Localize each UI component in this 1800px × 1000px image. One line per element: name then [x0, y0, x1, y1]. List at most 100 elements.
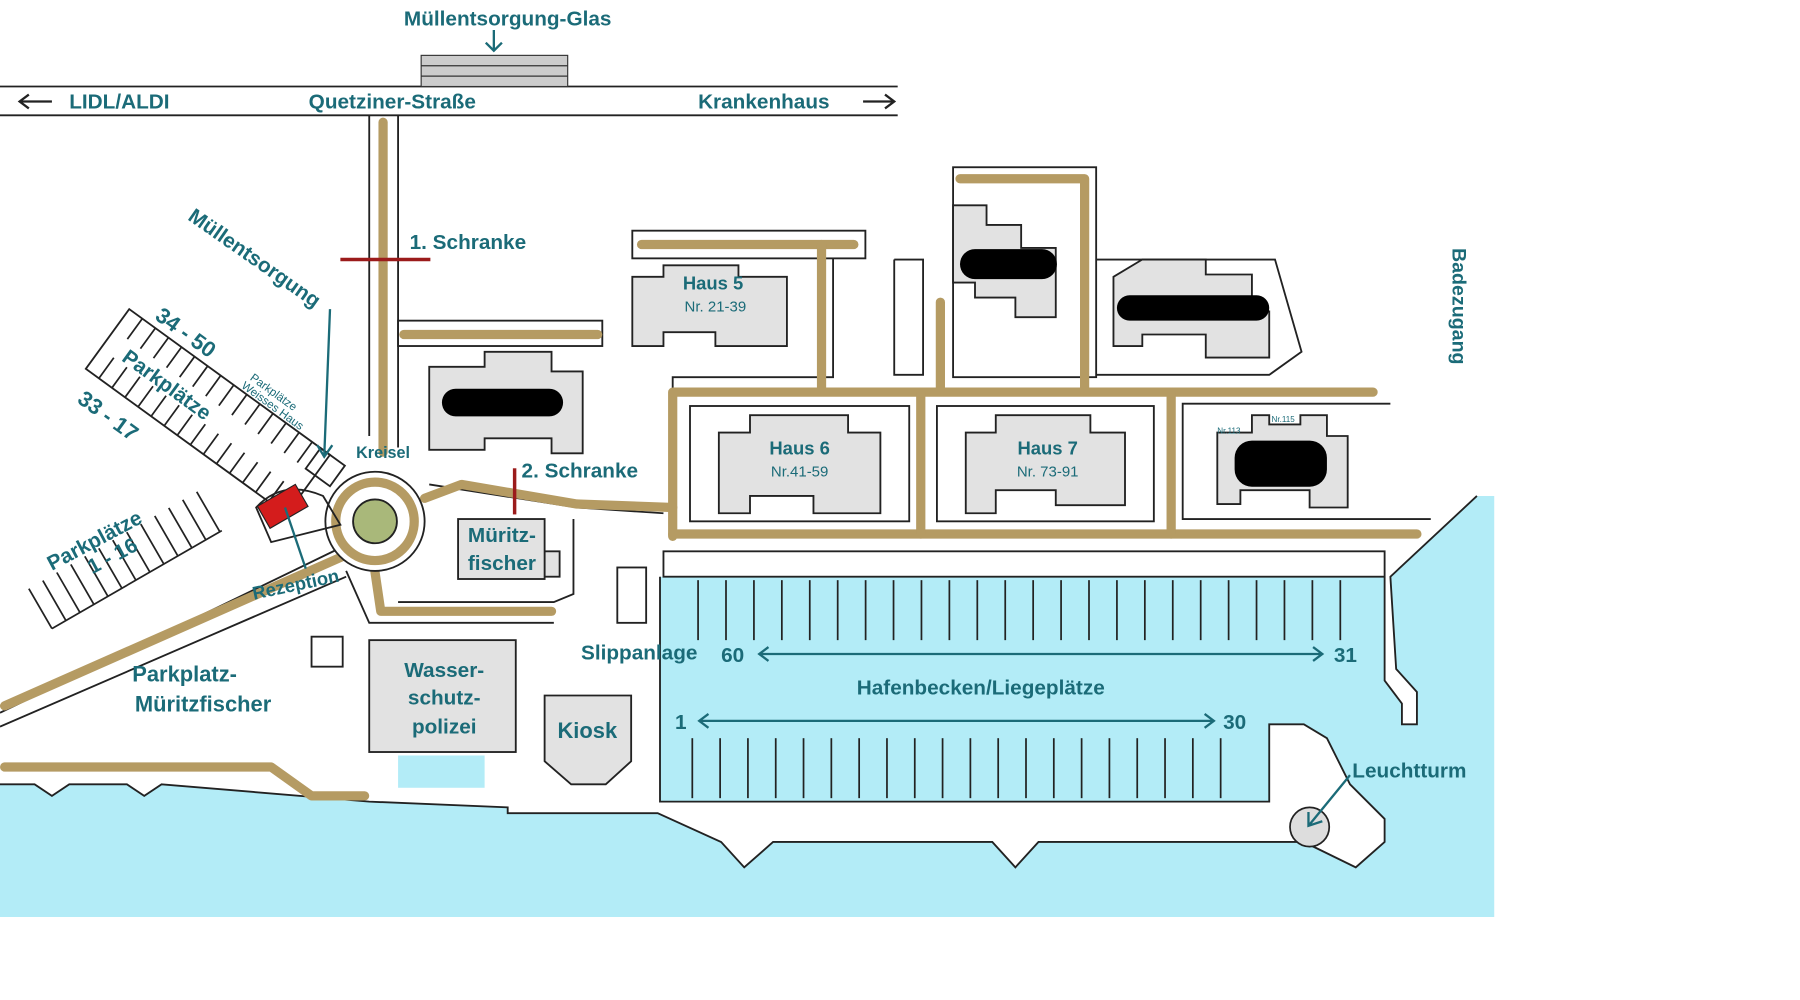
- waste-arrow-icon: [316, 309, 334, 459]
- barrier-2-label: 2. Schranke: [522, 460, 639, 483]
- police-label-2: schutz-: [408, 687, 481, 710]
- parking-stall-line: [56, 572, 81, 613]
- berth-30: 30: [1223, 711, 1246, 734]
- harbor-label: Hafenbecken/Liegeplätze: [857, 676, 1105, 699]
- arrow-right-icon: [863, 93, 897, 110]
- krankenhaus-label: Krankenhaus: [698, 90, 829, 113]
- parking-stall-line: [84, 555, 109, 597]
- haus-7: Haus 7 Nr. 73-91: [964, 414, 1126, 515]
- berth-31: 31: [1334, 644, 1357, 667]
- quetziner-strasse: Müllentsorgung-Glas LIDL/ALDI Quetziner-…: [0, 7, 898, 117]
- parking-stall-line: [176, 414, 193, 436]
- berth-60: 60: [721, 644, 744, 667]
- parking-stall-line: [163, 404, 180, 427]
- kiosk-label: Kiosk: [557, 718, 617, 743]
- parking-stall-line: [283, 431, 300, 454]
- parking-stall-line: [257, 413, 274, 435]
- parking-stall-line: [154, 515, 179, 557]
- beach-access-label: Badezugang: [1448, 248, 1470, 365]
- parking-1-16: [28, 491, 223, 630]
- parking-stall-line: [195, 491, 221, 533]
- lighthouse: Leuchtturm: [1289, 759, 1466, 848]
- berth-range-arrow-top: [757, 646, 1325, 662]
- parking-stall-line: [178, 356, 196, 378]
- parking-stall-line: [111, 366, 128, 389]
- arrow-left-icon: [17, 93, 52, 110]
- parking-stall-line: [165, 346, 183, 369]
- parking-stall-line: [152, 337, 170, 359]
- parking-stall-line: [139, 327, 157, 350]
- glass-disposal-label: Müllentsorgung-Glas: [404, 7, 612, 30]
- lighthouse-label: Leuchtturm: [1352, 759, 1466, 782]
- parking-stall-line: [98, 357, 115, 379]
- parking-34-50-17-33: 34 - 50 33 - 17 Parkplätze Parkplätze We…: [73, 302, 347, 516]
- parking-stall-line: [189, 423, 206, 446]
- parking-stall-line: [124, 376, 141, 398]
- parking-stall-line: [228, 452, 246, 474]
- parking-stall-line: [140, 523, 165, 565]
- parking-stall-line: [241, 461, 259, 484]
- parking-stall-line: [205, 375, 222, 397]
- lidl-aldi-label: LIDL/ALDI: [69, 90, 169, 113]
- buildings: Haus 5 Nr. 21-39 Haus 6 Nr.41-59 Haus 7 …: [310, 204, 1349, 786]
- building-113-115: Nr.113 Nr.115: [1216, 414, 1349, 509]
- parking-stall-line: [181, 499, 207, 541]
- parking-stall-line: [137, 385, 154, 408]
- haus-5-label: Haus 5: [683, 273, 743, 294]
- police-label-1: Wasser-: [404, 659, 484, 682]
- haus-6: Haus 6 Nr.41-59: [717, 414, 882, 515]
- parking-stall-line: [218, 384, 235, 407]
- parking-stall-line: [244, 403, 261, 426]
- haus-6-numbers: Nr.41-59: [771, 463, 828, 480]
- street-name: Quetziner-Straße: [309, 90, 476, 113]
- parking-stall-line: [126, 531, 151, 573]
- roundabout: Kreisel: [324, 444, 426, 572]
- parking-stall-line: [126, 318, 143, 340]
- redaction: [441, 388, 564, 417]
- slipway-label: Slippanlage: [581, 642, 697, 665]
- parking-white-house: [304, 446, 347, 488]
- parking-stall-line: [51, 529, 223, 630]
- parking-stall-line: [42, 580, 67, 621]
- arrow-down-icon: [484, 29, 503, 53]
- parking-stall-line: [98, 547, 123, 589]
- parking-stall-line: [255, 471, 272, 493]
- parking-stall-line: [192, 365, 209, 388]
- haus-7-label: Haus 7: [1017, 437, 1077, 458]
- kiosk: Kiosk: [543, 694, 633, 786]
- parking-stall-line: [270, 422, 287, 445]
- berth-range-arrow-bottom: [697, 713, 1216, 729]
- fisher-label-1: Müritz-: [468, 524, 536, 547]
- wasserschutzpolizei: Wasser- schutz- polizei: [368, 639, 517, 753]
- parking-stall-line: [150, 395, 167, 417]
- haus-7-numbers: Nr. 73-91: [1017, 463, 1079, 480]
- glass-container-icon: [420, 54, 569, 88]
- fisher-parking-label-2: Müritzfischer: [135, 692, 272, 717]
- harbor: 60 31 Hafenbecken/Liegeplätze 1 30: [675, 580, 1357, 799]
- haus-5: Haus 5 Nr. 21-39: [631, 264, 788, 347]
- parking-lower-range: 33 - 17: [73, 386, 143, 446]
- parking-stall-line: [70, 563, 95, 605]
- roundabout-label: Kreisel: [356, 444, 410, 462]
- parking-stall-line: [215, 442, 233, 465]
- nr-115-label: Nr.115: [1272, 415, 1296, 424]
- parking-stall-line: [167, 507, 193, 549]
- parking-stall-line: [296, 441, 313, 464]
- police-label-3: polizei: [412, 716, 477, 739]
- fisher-label-2: fischer: [468, 552, 536, 575]
- waste-disposal-label: Müllentsorgung: [184, 204, 325, 312]
- fisher-parking-label-1: Parkplatz-: [132, 662, 237, 687]
- parking-stall-line: [112, 539, 137, 581]
- access-road: 1. Schranke: [340, 115, 527, 457]
- water: [0, 495, 1495, 917]
- parking-stall-line: [231, 394, 248, 416]
- barrier-1-label: 1. Schranke: [410, 231, 527, 254]
- haus-5-numbers: Nr. 21-39: [685, 298, 747, 315]
- nr-113-label: Nr.113: [1217, 427, 1241, 436]
- parking-stall-line: [28, 588, 53, 630]
- haus-6-label: Haus 6: [769, 437, 829, 458]
- slipway-building: [616, 566, 648, 624]
- reception: Rezeption: [250, 483, 342, 604]
- roads: 2. Schranke: [0, 174, 1422, 801]
